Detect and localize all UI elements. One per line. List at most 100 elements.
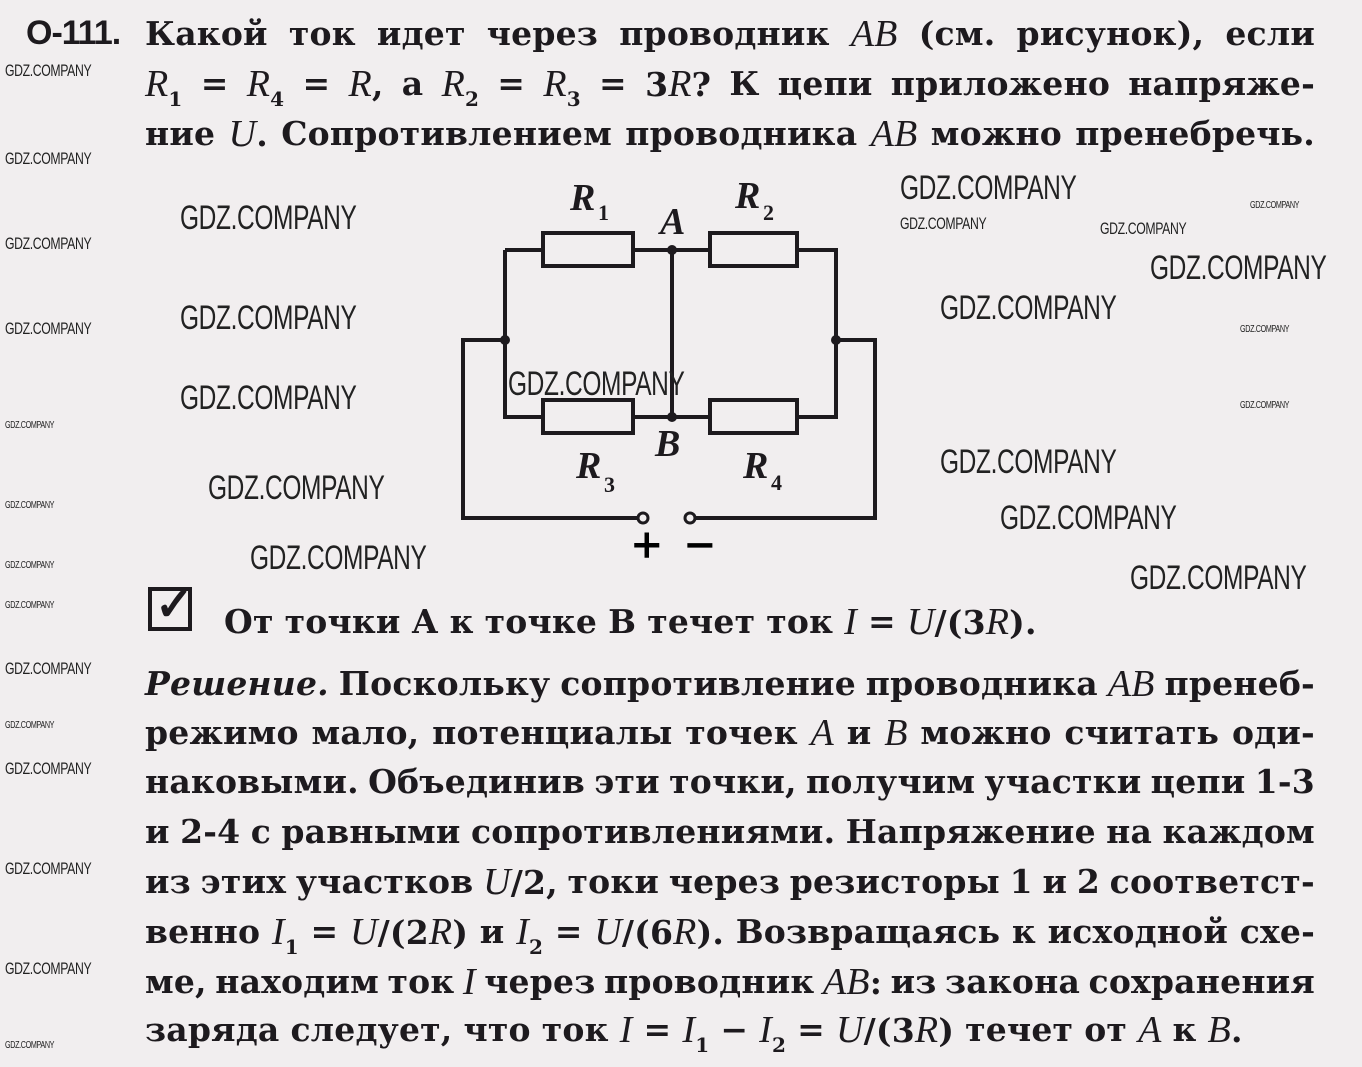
watermark: GDZ.COMPANY bbox=[5, 420, 55, 431]
text-segment: AB bbox=[850, 13, 898, 55]
text-segment: заряда bbox=[145, 1010, 280, 1049]
text-segment: Решение. bbox=[145, 664, 329, 703]
text-segment: наковыми. bbox=[145, 762, 359, 801]
text-segment: ) bbox=[938, 1011, 955, 1050]
text-segment: 1-3 bbox=[1254, 762, 1315, 801]
text-segment: этих bbox=[200, 862, 287, 901]
text-segment: точки bbox=[284, 602, 401, 641]
text-segment: = bbox=[797, 1010, 826, 1049]
watermark: GDZ.COMPANY bbox=[180, 199, 357, 237]
text-segment: течет bbox=[965, 1010, 1074, 1049]
text-segment: /(6 bbox=[621, 913, 674, 952]
text-segment: 3 bbox=[645, 65, 669, 104]
text-segment: = bbox=[310, 912, 339, 951]
text-segment: точке bbox=[484, 602, 598, 641]
text-segment: проводника bbox=[625, 114, 858, 153]
resistor-r3 bbox=[541, 398, 635, 435]
text-segment: 3 bbox=[566, 87, 581, 111]
text-segment: исходной bbox=[1047, 912, 1229, 951]
text-segment: К bbox=[729, 64, 760, 103]
text-segment: ние bbox=[145, 114, 216, 153]
text-segment: проводника bbox=[865, 664, 1098, 703]
checkbox-icon: ✓ bbox=[148, 577, 194, 631]
watermark: GDZ.COMPANY bbox=[900, 214, 987, 233]
text-segment: − bbox=[720, 1010, 749, 1049]
text-segment: I bbox=[516, 911, 529, 953]
text-segment: соответст- bbox=[1109, 862, 1315, 901]
text-segment: идет bbox=[376, 14, 466, 53]
text-segment: к bbox=[449, 602, 474, 641]
text-segment: R bbox=[348, 63, 372, 105]
text-segment: , bbox=[371, 65, 384, 104]
text-segment: каждом bbox=[1162, 812, 1315, 851]
text-segment: : bbox=[869, 963, 883, 1002]
text-segment: = bbox=[200, 64, 229, 103]
label-r4-sub: 4 bbox=[771, 470, 782, 495]
text-segment: = bbox=[599, 64, 627, 103]
text-segment: режимо bbox=[145, 713, 299, 752]
text-segment: Поскольку bbox=[338, 664, 551, 703]
text-segment: A bbox=[810, 712, 834, 754]
text-segment: если bbox=[1225, 14, 1315, 53]
text-segment: /(3 bbox=[934, 603, 986, 642]
text-segment: R bbox=[441, 63, 465, 105]
text-segment: 2 bbox=[1076, 862, 1100, 901]
text-segment: из bbox=[145, 862, 191, 901]
watermark: GDZ.COMPANY bbox=[1000, 499, 1177, 537]
text-segment: В bbox=[608, 602, 637, 641]
text-segment: из bbox=[890, 962, 937, 1001]
text-segment: потенциалы bbox=[432, 713, 673, 752]
text-segment: А bbox=[411, 602, 439, 641]
watermark: GDZ.COMPANY bbox=[5, 600, 55, 611]
text-segment: AB bbox=[1107, 663, 1155, 705]
text-segment: и bbox=[846, 713, 872, 752]
text-segment: 2 bbox=[464, 87, 480, 111]
text-segment: проводник bbox=[603, 962, 815, 1001]
text-segment: ) bbox=[452, 913, 469, 952]
watermark: GDZ.COMPANY bbox=[5, 319, 92, 338]
text-segment: пренеб- bbox=[1164, 664, 1315, 703]
text-segment: R bbox=[673, 911, 697, 953]
text-segment: закона bbox=[945, 962, 1081, 1001]
label-r4: R bbox=[742, 445, 768, 487]
text-segment: Напряжение bbox=[845, 812, 1096, 851]
text-segment: а bbox=[401, 64, 424, 103]
text-segment: участков bbox=[295, 862, 474, 901]
label-r1: R bbox=[569, 177, 595, 219]
text-segment: точек bbox=[685, 713, 798, 752]
text-segment: U bbox=[836, 1009, 864, 1051]
watermark: GDZ.COMPANY bbox=[900, 169, 1077, 207]
text-segment: R bbox=[914, 1009, 939, 1051]
watermark: GDZ.COMPANY bbox=[5, 959, 92, 978]
text-segment: R bbox=[668, 63, 692, 105]
text-segment: венно bbox=[145, 912, 261, 951]
text-segment: ток bbox=[541, 1010, 609, 1049]
label-plus: + bbox=[630, 521, 664, 568]
label-r3-sub: 3 bbox=[604, 472, 615, 497]
text-segment: приложено bbox=[890, 64, 1111, 103]
text-segment: R bbox=[428, 911, 453, 953]
text-segment: и bbox=[1042, 862, 1068, 901]
terminal-plus bbox=[636, 511, 650, 525]
watermark: GDZ.COMPANY bbox=[180, 379, 357, 417]
resistor-r4 bbox=[708, 398, 799, 435]
text-segment: следует, bbox=[290, 1010, 453, 1049]
text-segment: схе- bbox=[1239, 912, 1315, 951]
text-segment: напряже- bbox=[1128, 64, 1315, 103]
checkmark: ✓ bbox=[155, 577, 194, 631]
text-segment: . bbox=[256, 115, 268, 154]
watermark: GDZ.COMPANY bbox=[1100, 219, 1187, 238]
text-segment: и bbox=[145, 812, 170, 851]
text-segment: 2-4 bbox=[180, 812, 241, 851]
text-segment: получим bbox=[805, 762, 976, 801]
text-segment: I bbox=[462, 961, 476, 1003]
